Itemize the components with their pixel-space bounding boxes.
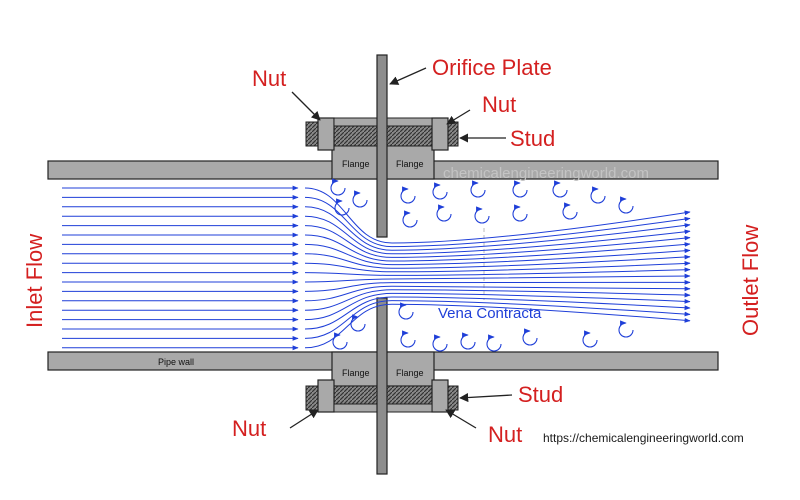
flow-streamline	[304, 261, 691, 273]
eddy-swirl	[334, 198, 350, 216]
outlet-flow-label: Outlet Flow	[738, 225, 763, 336]
eddy-swirl	[432, 182, 448, 200]
nut-top-left-shape	[317, 117, 335, 151]
eddy-swirl	[552, 180, 568, 198]
watermark-text: chemicalengineeringworld.com	[443, 165, 649, 182]
flange-label: Flange	[396, 159, 424, 169]
orifice-plate-arrow	[389, 67, 427, 85]
flow-streamline	[304, 187, 691, 244]
nut-bottom-right-shape	[431, 379, 449, 413]
eddy-swirl	[562, 202, 578, 220]
flow-streamline	[304, 285, 691, 302]
flange-label: Flange	[396, 368, 424, 378]
nut-label-bottom-right: Nut	[488, 422, 522, 447]
eddy-swirl	[332, 332, 348, 350]
stud-label-bottom: Stud	[518, 382, 563, 407]
eddy-swirl	[402, 210, 418, 228]
eddy-swirl	[460, 332, 476, 350]
eddy-swirl	[582, 330, 598, 348]
flow-streamline	[304, 215, 691, 255]
eddy-swirl	[398, 302, 414, 320]
flow-streamlines	[62, 185, 691, 351]
nut-top-left-arrow	[291, 91, 321, 121]
nut-top-right-shape	[431, 117, 449, 151]
flange-bottom-left	[331, 351, 381, 387]
flange-bottom-right	[385, 351, 435, 387]
flange-label: Flange	[342, 368, 370, 378]
flow-streamline	[304, 243, 691, 266]
source-url: https://chemicalengineeringworld.com	[543, 431, 744, 445]
eddy-swirl	[512, 204, 528, 222]
flow-streamline	[304, 280, 691, 292]
eddy-swirl	[512, 180, 528, 198]
eddy-swirl	[400, 330, 416, 348]
flange-label: Flange	[342, 159, 370, 169]
nut-label-bottom-left: Nut	[232, 416, 266, 441]
eddy-swirl	[400, 186, 416, 204]
flow-streamline	[304, 234, 691, 262]
stud-bottom-arrow	[459, 392, 513, 403]
nut-bottom-right-arrow	[445, 409, 477, 429]
flow-streamline	[304, 296, 691, 330]
eddy-swirl	[330, 178, 346, 196]
nut-bottom-left-arrow	[289, 409, 319, 429]
nut-top-right-arrow	[446, 109, 471, 125]
eddy-swirl	[350, 314, 366, 332]
flow-streamline	[304, 300, 691, 339]
eddy-swirl	[618, 196, 634, 214]
orifice-plate-lower	[376, 297, 388, 475]
nut-label-top-left: Nut	[252, 66, 286, 91]
flow-streamline	[304, 289, 691, 311]
flow-streamline	[304, 196, 691, 248]
orifice-plate-label: Orifice Plate	[432, 55, 552, 80]
flow-streamline	[304, 253, 691, 269]
eddy-swirl	[436, 204, 452, 222]
eddy-swirls	[330, 178, 634, 352]
eddy-swirl	[474, 206, 490, 224]
orifice-plate-upper	[376, 54, 388, 238]
inlet-flow-label: Inlet Flow	[22, 234, 47, 328]
eddy-swirl	[352, 190, 368, 208]
nut-label-top-right: Nut	[482, 92, 516, 117]
flow-streamline	[304, 292, 691, 321]
stud-label-top: Stud	[510, 126, 555, 151]
eddy-swirl	[618, 320, 634, 338]
flow-streamline	[304, 225, 691, 258]
eddy-swirl	[432, 334, 448, 352]
eddy-swirl	[470, 180, 486, 198]
eddy-swirl	[486, 334, 502, 352]
eddy-swirl	[522, 328, 538, 346]
pipe-wall-label: Pipe wall	[158, 357, 194, 367]
flow-streamline	[304, 267, 691, 276]
vena-contracta-label: Vena Contracta	[438, 305, 542, 322]
flow-streamline	[304, 273, 691, 283]
flow-streamline	[304, 206, 691, 251]
nut-bottom-left-shape	[317, 379, 335, 413]
eddy-swirl	[590, 186, 606, 204]
